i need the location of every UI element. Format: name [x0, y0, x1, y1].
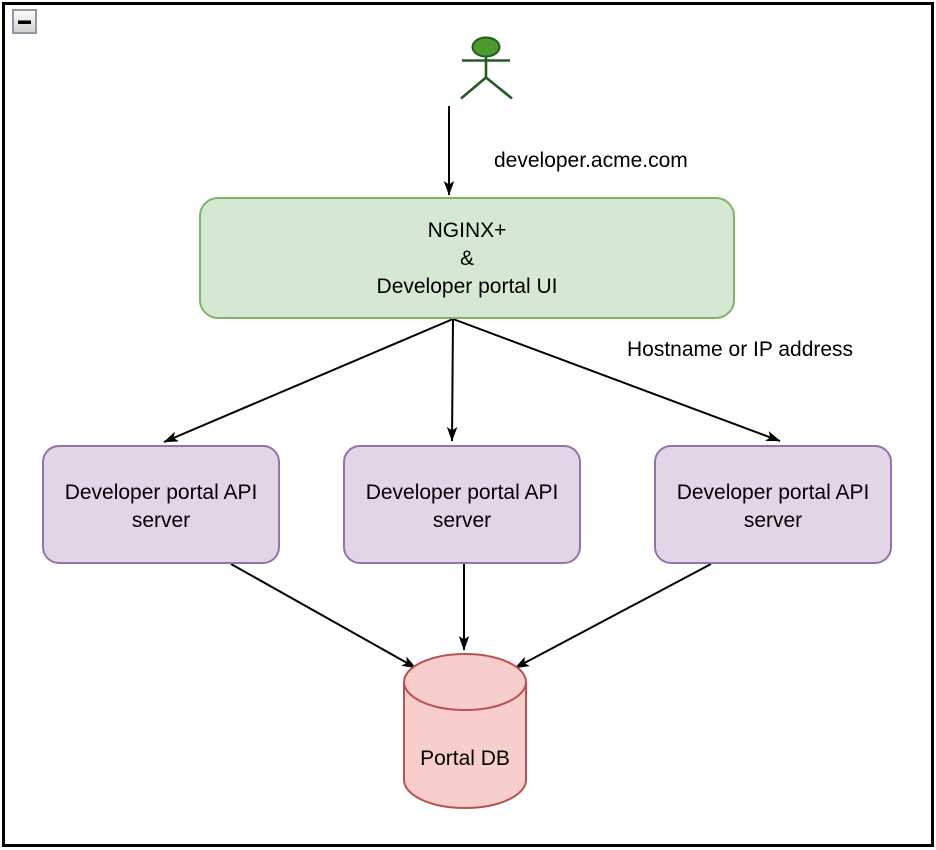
edge-gateway-to-server-2[interactable]	[446, 318, 458, 442]
gateway-label-line3: Developer portal UI	[377, 275, 558, 298]
api-server-3-label-line1: Developer portal API	[677, 481, 870, 504]
user-actor-icon[interactable]	[460, 36, 513, 100]
api-server-1-label-line1: Developer portal API	[65, 481, 258, 504]
minus-icon	[18, 20, 31, 24]
api-server-node-2[interactable]: Developer portal API server	[343, 445, 581, 564]
gateway-label-line2: &	[460, 247, 474, 270]
edge-label-hostname-or-ip: Hostname or IP address	[627, 338, 853, 361]
api-server-node-1[interactable]: Developer portal API server	[42, 445, 280, 564]
collapse-button[interactable]	[12, 9, 37, 34]
edge-gateway-to-server-3[interactable]	[452, 318, 781, 442]
api-server-1-label-line2: server	[132, 509, 190, 532]
api-server-2-label-line1: Developer portal API	[366, 481, 559, 504]
database-node[interactable]: Portal DB	[403, 653, 527, 809]
database-cylinder-icon	[403, 653, 527, 809]
api-server-3-label-line2: server	[744, 509, 802, 532]
edge-server-1-to-db[interactable]	[230, 563, 417, 669]
database-label: Portal DB	[420, 747, 510, 770]
edge-label-developer-acme-com: developer.acme.com	[494, 149, 688, 172]
api-server-node-3[interactable]: Developer portal API server	[654, 445, 892, 564]
edge-server-3-to-db[interactable]	[514, 563, 712, 669]
gateway-label-line1: NGINX+	[428, 219, 507, 242]
api-server-2-label-line2: server	[433, 509, 491, 532]
edge-gateway-to-server-1[interactable]	[163, 318, 454, 443]
gateway-node[interactable]: NGINX+ & Developer portal UI	[199, 197, 735, 319]
